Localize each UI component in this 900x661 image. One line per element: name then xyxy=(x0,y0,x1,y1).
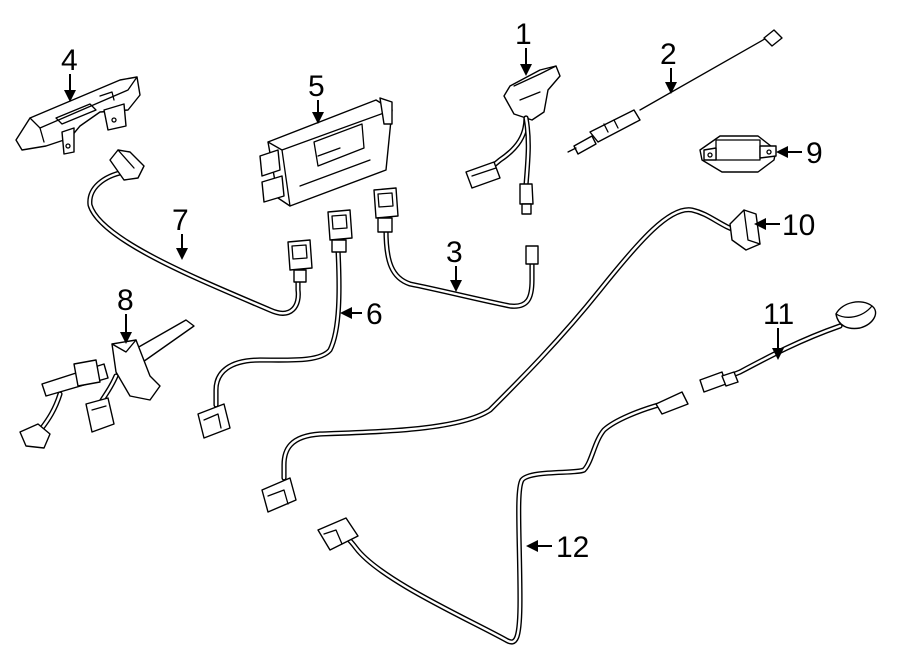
part-12-cable xyxy=(317,391,689,645)
callout-1: 1 xyxy=(515,18,532,51)
part-6-cable xyxy=(197,209,353,439)
callout-8: 8 xyxy=(117,284,134,317)
part-7-cable xyxy=(87,149,313,316)
callout-7: 7 xyxy=(172,204,189,237)
part-5-module xyxy=(259,97,393,207)
callout-11: 11 xyxy=(763,298,794,331)
part-2-antenna-mast xyxy=(567,29,783,155)
part-1-antenna-base xyxy=(465,65,561,215)
callout-4: 4 xyxy=(61,44,78,77)
callout-leaders xyxy=(64,48,802,552)
part-4-bracket xyxy=(15,76,141,155)
callout-3: 3 xyxy=(446,236,463,269)
callout-6: 6 xyxy=(366,298,383,331)
part-9-module xyxy=(699,135,777,173)
callout-5: 5 xyxy=(308,70,325,103)
part-8-antenna-assembly xyxy=(19,319,195,449)
callout-9: 9 xyxy=(806,137,823,170)
part-3-cable xyxy=(373,187,539,309)
callout-12: 12 xyxy=(556,531,589,564)
callout-10: 10 xyxy=(782,209,815,242)
part-10-cable xyxy=(261,207,761,513)
callout-2: 2 xyxy=(660,38,677,71)
